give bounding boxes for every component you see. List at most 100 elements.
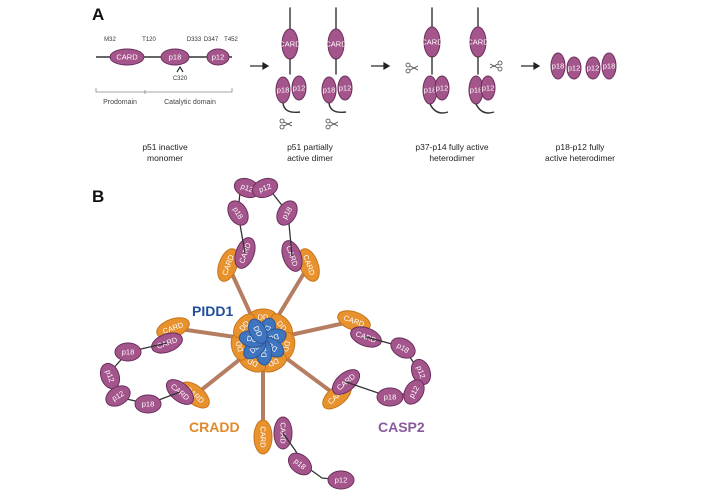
dimer-scissors-0 xyxy=(279,118,293,130)
casp2-domain-6: p12 xyxy=(105,385,131,407)
dimer-loop-0 xyxy=(282,102,301,113)
p51-monomer: CARD p18 p12 M32 T120 D333 D347 T452 C32… xyxy=(95,37,238,106)
caption-inactive-2: monomer xyxy=(147,153,183,163)
dimer-p12-0-label: p12 xyxy=(293,84,306,93)
pidd1-label: PIDD1 xyxy=(192,303,233,319)
casp2-label: CASP2 xyxy=(378,419,425,435)
casp2-domain-0: p18 xyxy=(227,200,249,226)
site-d347: D347 xyxy=(204,37,219,43)
casp2-domain-2: p12 xyxy=(251,177,279,199)
cradd-card-1: CARD xyxy=(298,248,320,282)
dimer-p18-0: p18 xyxy=(275,76,291,104)
prodomain-label: Prodomain xyxy=(103,99,137,106)
caption-inactive-1: p51 inactive xyxy=(142,142,188,152)
cradd-card-6: CARD xyxy=(253,419,273,455)
cradd-card-2: CARD xyxy=(156,317,190,339)
site-c320: C320 xyxy=(173,76,188,82)
cradd-dd-2-label: DD xyxy=(281,340,292,353)
p37-card-0: CARD xyxy=(421,26,443,58)
pidd1-dd-6: DD xyxy=(248,318,268,344)
casp2-domain-10: p12 xyxy=(403,379,425,405)
caption-partial-2: active dimer xyxy=(287,153,333,163)
casp2-domain-7-label: p18 xyxy=(142,400,155,409)
dimer-p18-0-label: p18 xyxy=(277,86,290,95)
p18-domain xyxy=(160,48,190,66)
domain-bracket xyxy=(95,88,233,93)
final-p18-a-label: p18 xyxy=(552,62,565,71)
final-p12-b-label: p12 xyxy=(587,64,600,73)
casp2-domain-13-label: p12 xyxy=(335,476,348,485)
casp2-domain-11: p18 xyxy=(376,387,404,407)
casp2-domain-8: p18 xyxy=(390,337,416,359)
final-p12-a: p12 xyxy=(566,56,582,80)
dimer-card-1: CARD xyxy=(325,28,347,60)
p37-scissors-left xyxy=(405,62,419,74)
final-p18-a: p18 xyxy=(550,52,566,80)
p37-p18-1-label: p18 xyxy=(470,86,483,95)
dimer-p12-1: p12 xyxy=(337,75,353,101)
p12-domain xyxy=(206,48,230,66)
casp2-domain-7: p18 xyxy=(134,394,162,414)
cradd-card-0: CARD xyxy=(217,248,239,282)
catalytic-domain-label: Catalytic domain xyxy=(164,99,216,106)
p37-p12-1: p12 xyxy=(480,75,496,101)
dimer-card-1-label: CARD xyxy=(325,40,347,49)
casp2-domain-13: p12 xyxy=(327,470,355,490)
dimer-p12-1-label: p12 xyxy=(339,84,352,93)
process-arrows xyxy=(250,61,541,71)
p37-card-1-label: CARD xyxy=(467,38,489,47)
cradd-dd-5-label: DD xyxy=(234,340,245,353)
cradd-dd-0-label: DD xyxy=(258,313,269,322)
p37-p12-1-label: p12 xyxy=(482,84,495,93)
p18-label: p18 xyxy=(169,53,182,62)
casp2-domain-3: p18 xyxy=(276,200,298,226)
final-p12-a-label: p12 xyxy=(568,64,581,73)
caption-p37-2: heterodimer xyxy=(429,153,475,163)
cradd-card-3: CARD xyxy=(337,310,371,332)
casp2-domain-5-label: p12 xyxy=(104,369,117,384)
dimer-scissors-1 xyxy=(325,118,339,130)
final-p12-b: p12 xyxy=(585,56,601,80)
panel-a-captions: p51 inactive monomer p51 partially activ… xyxy=(142,142,615,163)
casp2-domain-9-label: p12 xyxy=(415,365,428,380)
caption-p18p12-2: active heterodimer xyxy=(545,153,615,163)
p37-p12-0-label: p12 xyxy=(436,84,449,93)
pidd1-dd-3-label: DD xyxy=(259,346,269,358)
p37-loop-1 xyxy=(475,103,495,114)
dimer-p12-0: p12 xyxy=(291,75,307,101)
casp2-domain-4: p18 xyxy=(114,342,142,362)
casp2-domain-2-label: p12 xyxy=(258,182,273,195)
casp2-domain-9: p12 xyxy=(410,358,432,386)
p37-p12-0: p12 xyxy=(434,75,450,101)
casp2-domain-11-label: p18 xyxy=(384,393,397,402)
caption-p18p12-1: p18-p12 fully xyxy=(556,142,605,152)
site-m32: M32 xyxy=(104,37,116,43)
p37-loop-0 xyxy=(429,103,449,114)
site-t120: T120 xyxy=(142,37,156,43)
caption-p37-1: p37-p14 fully active xyxy=(415,142,489,152)
piddosome-complex: CARDCARDCARDCARDCARDCARDCARDCARDCARDCARD… xyxy=(99,177,432,490)
p37-scissors-right xyxy=(489,60,503,72)
dimer-p18-1: p18 xyxy=(321,76,337,104)
casp2-card-1: CARD xyxy=(281,240,303,272)
cradd-card-6-label: CARD xyxy=(259,426,268,448)
dimer-loop-1 xyxy=(328,102,347,113)
panel-a-label: A xyxy=(92,5,104,24)
card-label: CARD xyxy=(116,53,138,62)
cradd-label: CRADD xyxy=(189,419,240,435)
dimer-card-0-label: CARD xyxy=(279,40,301,49)
casp2-domain-12: p18 xyxy=(287,452,313,476)
p12-label: p12 xyxy=(212,53,225,62)
pidd1-dd-5-label: DD xyxy=(246,334,259,345)
final-p18-b: p18 xyxy=(601,52,617,80)
p37-p18-0-label: p18 xyxy=(424,86,437,95)
casp2-domain-1: p12 xyxy=(233,177,261,199)
dimer-card-0: CARD xyxy=(279,28,301,60)
casp2-domain-4-label: p18 xyxy=(122,348,135,357)
casp2-domain-1-label: p12 xyxy=(240,182,255,195)
card-domain xyxy=(109,48,145,66)
